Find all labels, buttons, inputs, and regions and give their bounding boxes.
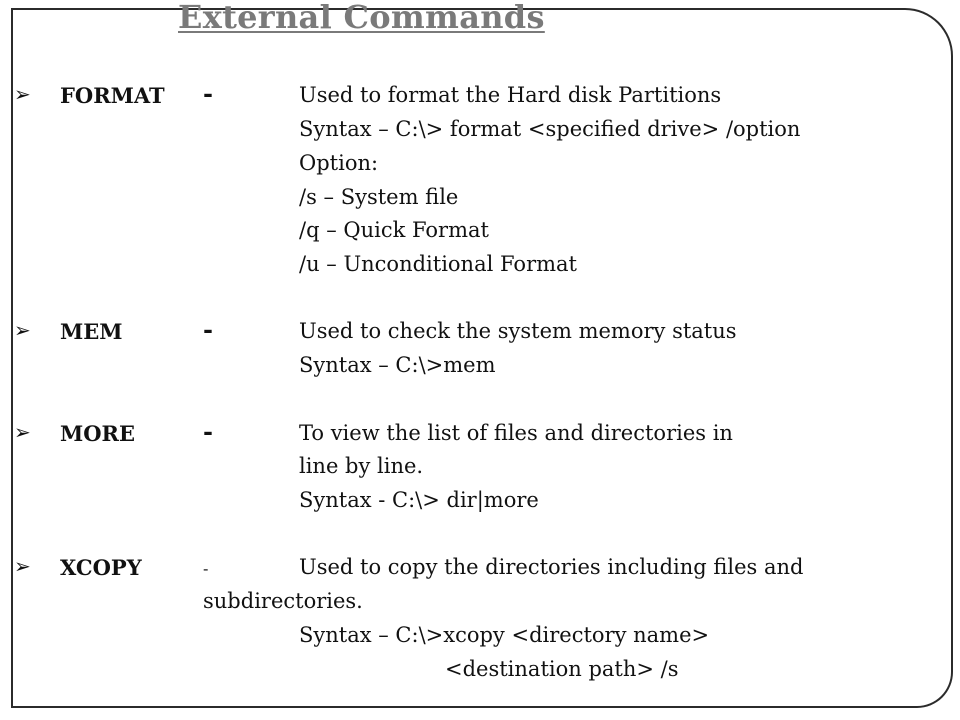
more-description-cont: line by line.: [299, 454, 424, 478]
more-description: To view the list of files and directorie…: [299, 421, 733, 445]
more-syntax: Syntax - C:\> dir|more: [299, 488, 539, 512]
dash-separator: -: [203, 417, 213, 446]
xcopy-syntax-cont: <destination path> /s: [445, 657, 679, 681]
arrow-bullet-icon: ➢: [14, 318, 31, 342]
format-option-s: /s – System file: [299, 185, 459, 209]
command-name-format: FORMAT: [60, 83, 165, 108]
dash-separator: -: [203, 315, 213, 344]
command-name-mem: MEM: [60, 319, 123, 344]
arrow-bullet-icon: ➢: [14, 554, 31, 578]
command-name-xcopy: XCOPY: [60, 555, 142, 580]
xcopy-description-cont: subdirectories.: [203, 589, 363, 613]
arrow-bullet-icon: ➢: [14, 420, 31, 444]
mem-description: Used to check the system memory status: [299, 319, 737, 343]
arrow-bullet-icon: ➢: [14, 82, 31, 106]
mem-syntax: Syntax – C:\>mem: [299, 353, 496, 377]
format-syntax: Syntax – C:\> format <specified drive> /…: [299, 117, 801, 141]
page-title: External Commands: [178, 0, 545, 36]
format-description: Used to format the Hard disk Partitions: [299, 83, 722, 107]
slide-frame-left-edge: [11, 8, 13, 708]
command-name-more: MORE: [60, 421, 135, 446]
dash-separator: -: [203, 559, 209, 578]
slide-frame: [11, 8, 953, 708]
dash-separator: -: [203, 79, 213, 108]
format-option-label: Option:: [299, 151, 379, 175]
xcopy-description: Used to copy the directories including f…: [299, 555, 804, 579]
format-option-q: /q – Quick Format: [299, 218, 489, 242]
format-option-u: /u – Unconditional Format: [299, 252, 577, 276]
xcopy-syntax: Syntax – C:\>xcopy <directory name>: [299, 623, 710, 647]
